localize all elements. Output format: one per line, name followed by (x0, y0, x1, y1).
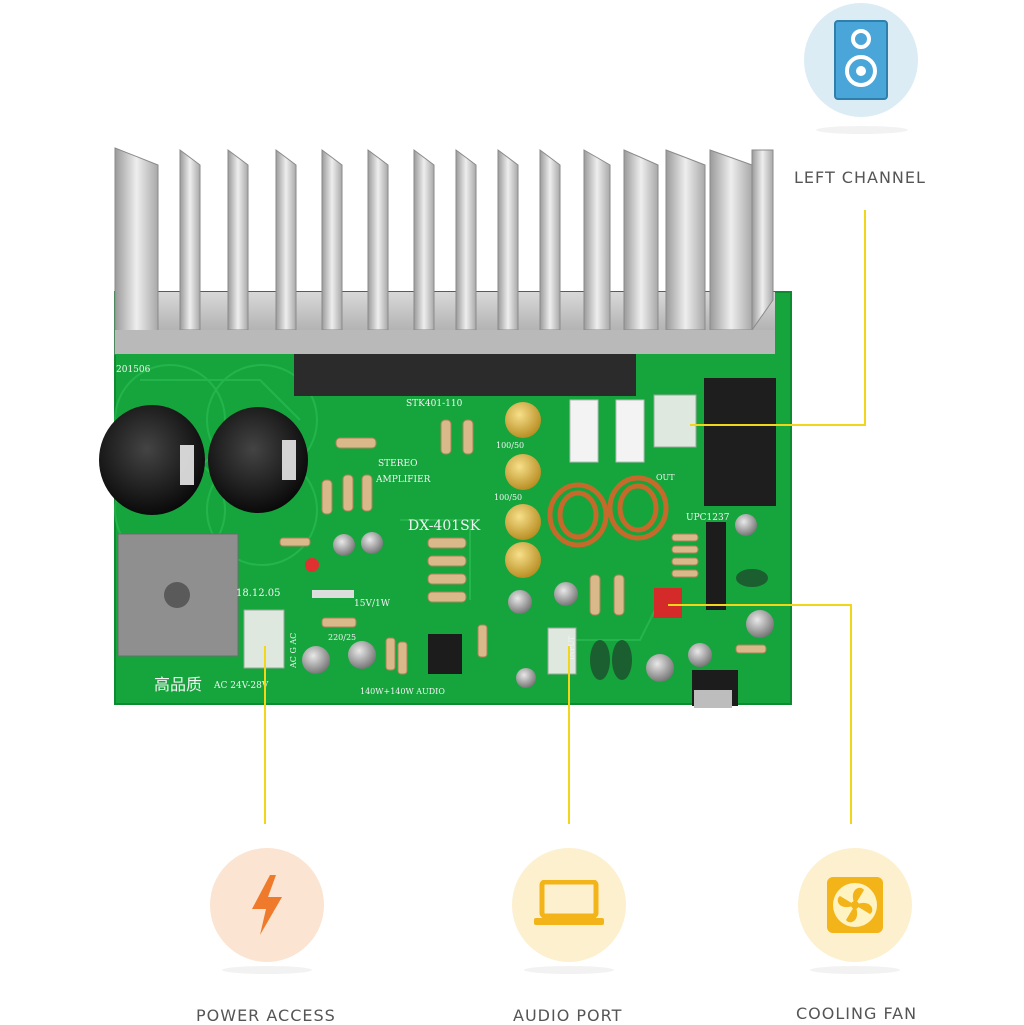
pcb-model: DX-401SK (408, 518, 481, 534)
pcb-cap-label: 100/50 (496, 441, 524, 450)
speaker-icon (834, 20, 888, 100)
pcb-brand-cn: 高品质 (154, 675, 202, 694)
input-connector (547, 627, 577, 675)
output-block (704, 378, 776, 506)
pcb-zener-label: 15V/1W (354, 599, 391, 609)
audio-port-label: AUDIO PORT (513, 1006, 623, 1025)
pcb-cap-220: 220/25 (328, 633, 356, 642)
left-channel-label: LEFT CHANNEL (794, 168, 926, 187)
pcb-amplifier: AMPLIFIER (375, 475, 431, 485)
pcb-power-rating: 140W+140W AUDIO (360, 687, 445, 696)
pcb-stereo: STEREO (378, 459, 417, 469)
left-channel-line-v (864, 210, 866, 426)
audio-port-badge (512, 848, 626, 962)
fan-icon (827, 877, 883, 933)
upc-ic (706, 522, 726, 610)
pcb-upc-label: UPC1237 (686, 513, 730, 523)
audio-port-line (568, 646, 570, 824)
cooling-fan-label: COOLING FAN (796, 1004, 918, 1023)
cooling-fan-line-v (850, 604, 852, 824)
dip-ic (428, 634, 462, 674)
power-access-label: POWER ACCESS (196, 1006, 336, 1025)
pcb-ac-g-ac: AC G AC (289, 633, 298, 669)
pcb-cap-label-2: 100/50 (494, 493, 522, 502)
pcb-date-print: 18.12.05 (236, 588, 281, 599)
fan-connector (654, 588, 682, 618)
laptop-icon (534, 880, 604, 925)
left-channel-line-h (690, 424, 866, 426)
pcb-out-label: OUT (656, 473, 675, 482)
stk-module (294, 354, 636, 396)
pcb-ac-input: AC 24V-28V (213, 681, 269, 691)
heatsink (114, 147, 775, 355)
lightning-icon (252, 875, 282, 935)
cooling-fan-line-h (668, 604, 852, 606)
filter-capacitors (99, 405, 308, 515)
pcb-date-code: 201506 (116, 365, 151, 375)
pcb-chip-label: STK401-110 (406, 399, 463, 409)
bridge-rectifier (117, 533, 239, 657)
left-channel-connector (653, 394, 697, 448)
power-access-line (264, 646, 266, 824)
pcb-input-label: INPUT (568, 636, 576, 660)
